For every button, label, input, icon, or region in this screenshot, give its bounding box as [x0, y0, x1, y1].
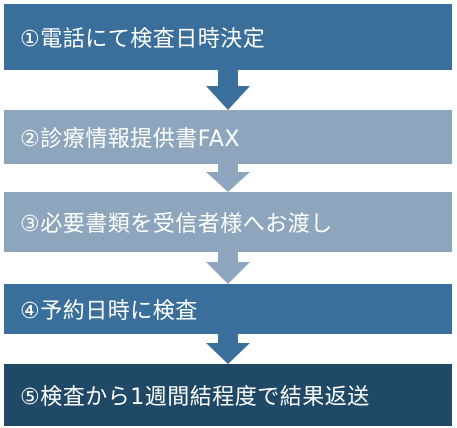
down-arrow-3-icon [206, 252, 250, 284]
arrow-3-shape [206, 252, 250, 284]
down-arrow-4-icon [206, 334, 250, 364]
down-arrow-2-icon [206, 164, 250, 192]
arrow-1-shape [206, 70, 250, 110]
step-3-label: ③必要書類を受信者様へお渡し [20, 212, 333, 237]
step-2-box: ②診療情報提供書FAX [4, 110, 452, 164]
step-5-box: ⑤検査から1週間結程度で結果返送 [4, 364, 452, 426]
step-2-label: ②診療情報提供書FAX [20, 127, 240, 152]
arrow-4-shape [206, 334, 250, 364]
step-1-label: ①電話にて検査日時決定 [20, 27, 266, 52]
step-5-label: ⑤検査から1週間結程度で結果返送 [20, 385, 370, 410]
down-arrow-1-icon [206, 70, 250, 110]
step-3-box: ③必要書類を受信者様へお渡し [4, 192, 452, 252]
step-4-label: ④予約日時に検査 [20, 299, 198, 324]
step-4-box: ④予約日時に検査 [4, 284, 452, 334]
step-1-box: ①電話にて検査日時決定 [4, 4, 452, 70]
arrow-2-shape [206, 164, 250, 192]
